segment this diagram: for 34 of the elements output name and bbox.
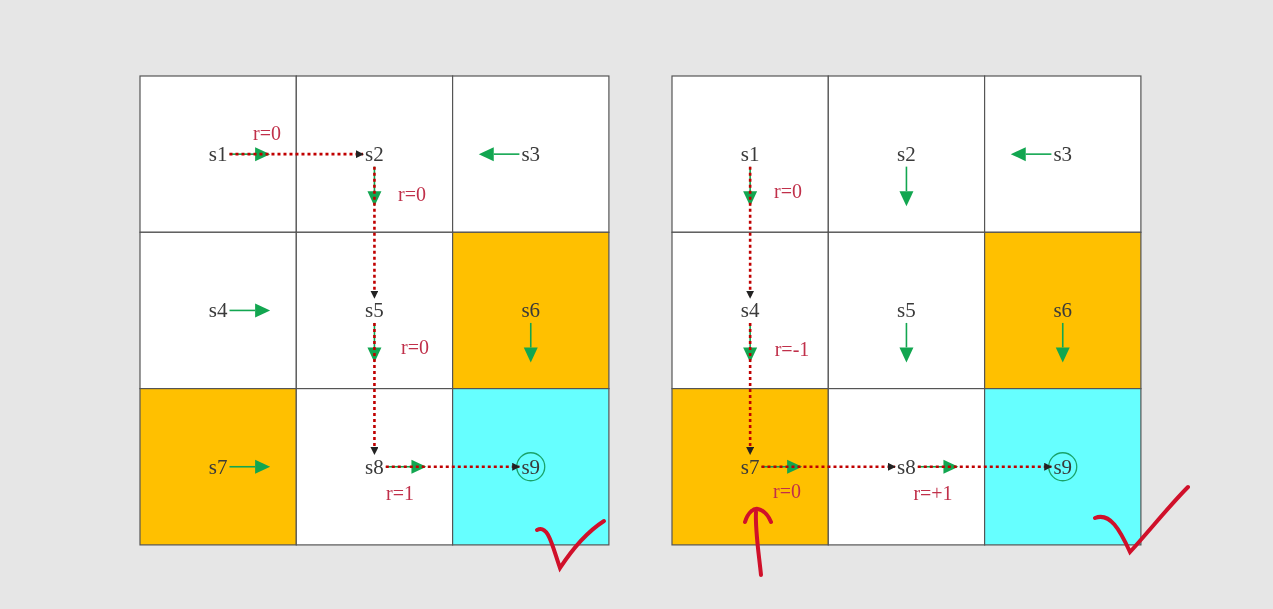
state-label: s1 [740, 143, 760, 165]
trajectory-line [761, 462, 896, 471]
state-label: s6 [1053, 299, 1073, 321]
state-label: s9 [521, 456, 541, 478]
state-label: s9 [1053, 456, 1073, 478]
reward-label: r=1 [386, 483, 414, 503]
trajectory-line [385, 462, 521, 471]
state-label: s8 [897, 456, 916, 478]
state-label: s2 [897, 143, 916, 165]
state-label: s7 [740, 456, 760, 478]
reward-label: r=-1 [774, 339, 810, 359]
reward-label: r=0 [401, 337, 429, 357]
trajectory-line [370, 322, 379, 456]
state-label: s7 [208, 456, 228, 478]
trajectory-line [746, 322, 755, 456]
state-label: s3 [1053, 143, 1073, 165]
trajectory-line [229, 150, 364, 159]
state-label: s4 [208, 299, 228, 321]
state-label: s8 [365, 456, 384, 478]
reward-label: r=0 [774, 181, 802, 201]
state-label: s4 [740, 299, 760, 321]
reward-label: r=0 [253, 123, 281, 143]
state-label: s3 [521, 143, 541, 165]
reward-label: r=0 [773, 481, 801, 501]
reward-label: r=0 [398, 184, 426, 204]
trajectory-line [746, 166, 755, 299]
trajectory-line [370, 166, 379, 299]
state-label: s2 [365, 143, 384, 165]
reward-label: r=+1 [913, 483, 953, 503]
state-label: s5 [365, 299, 384, 321]
trajectory-line [917, 462, 1053, 471]
state-label: s1 [208, 143, 228, 165]
state-label: s5 [897, 299, 916, 321]
state-label: s6 [521, 299, 541, 321]
